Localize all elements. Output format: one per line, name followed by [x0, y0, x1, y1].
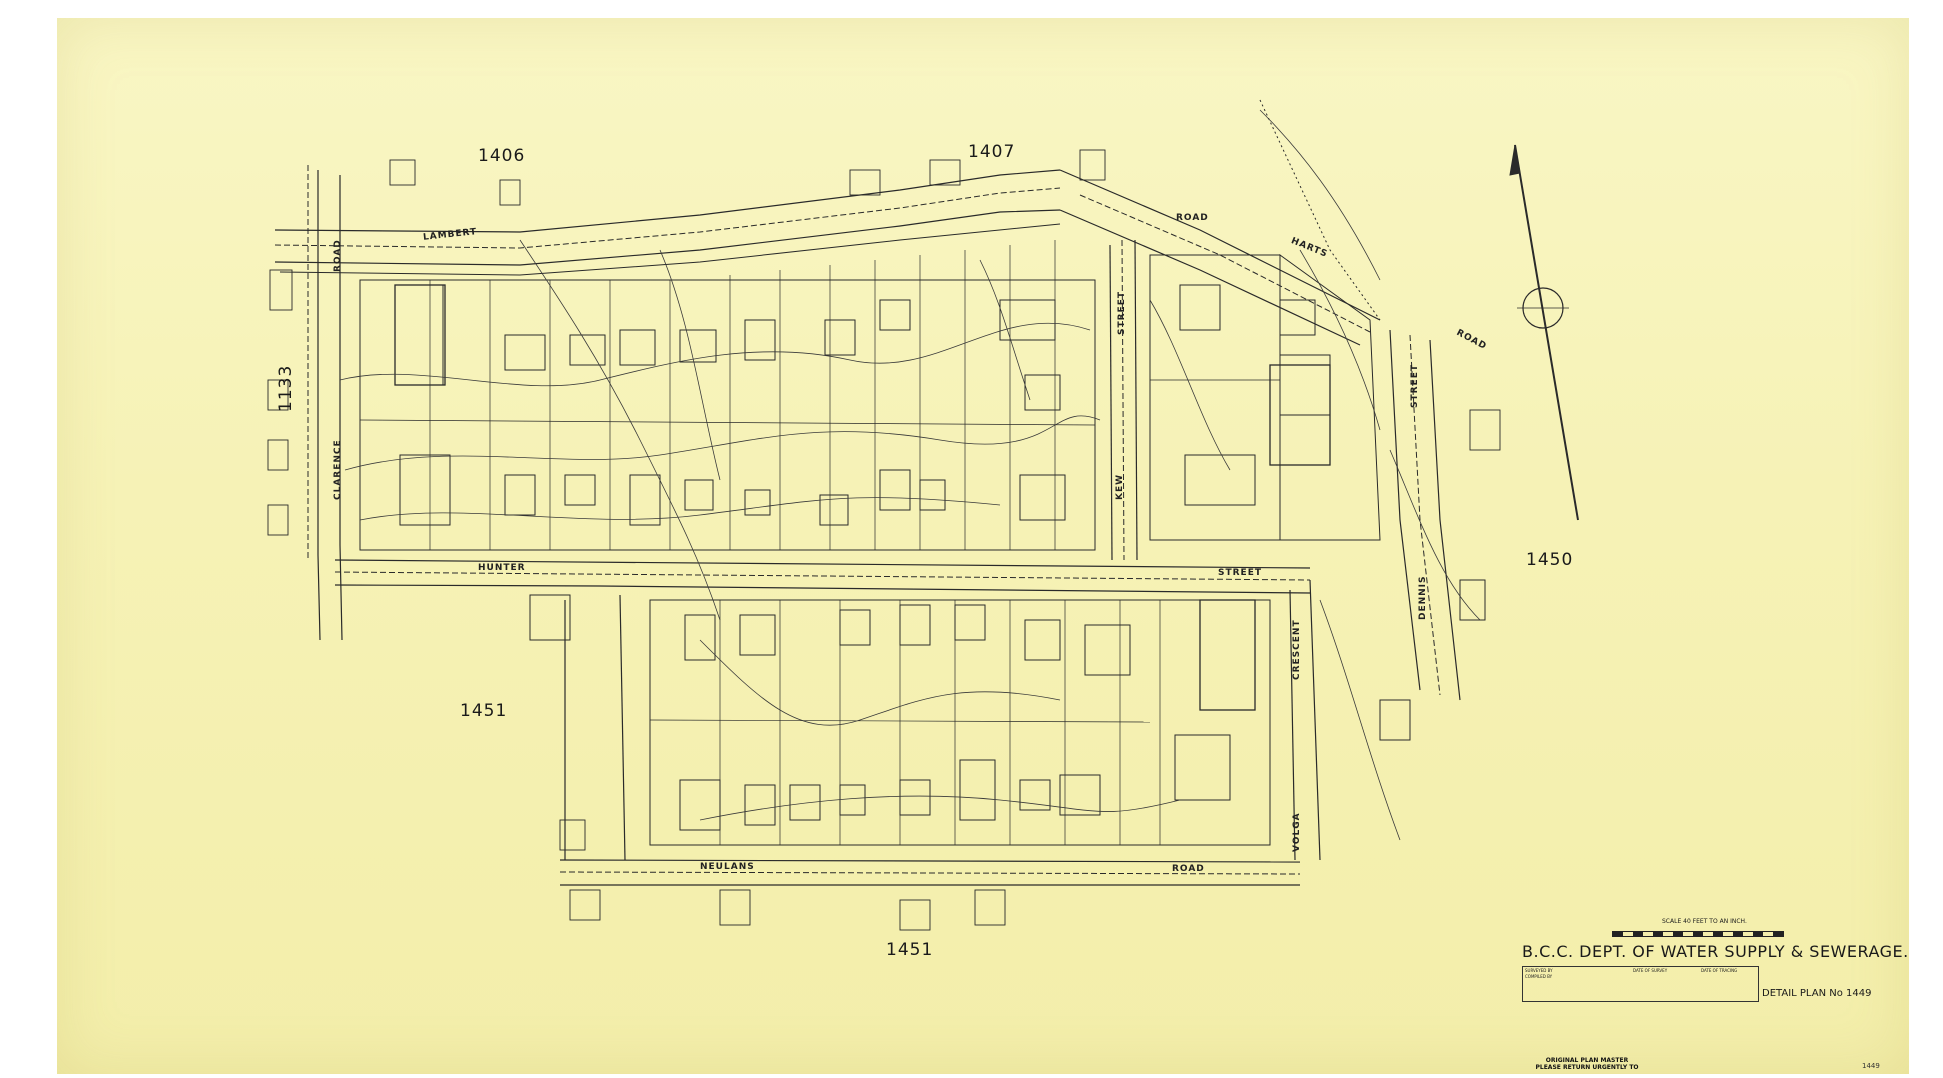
street-label-street-mid: STREET [1218, 568, 1262, 578]
volga-crescent [1289, 589, 1296, 861]
street-label-kew: KEW [1115, 473, 1125, 500]
stamp-line-2: PLEASE RETURN URGENTLY TO [1535, 1064, 1639, 1071]
lambert-road [274, 169, 1061, 233]
title-block: SCALE 40 FEET TO AN INCH. B.C.C. DEPT. O… [1522, 918, 1908, 1008]
street-label-clarence-road: ROAD [333, 239, 343, 272]
houses-south [529, 579, 1486, 831]
stamp-line-1: ORIGINAL PLAN MASTER [1545, 1057, 1629, 1064]
sheet-number-1450: 1450 [1526, 550, 1574, 570]
dennis-street [1389, 329, 1421, 691]
lambert-road-kerb [274, 187, 1061, 249]
north-arrow [1509, 144, 1579, 521]
sheet-number-1407: 1407 [968, 142, 1016, 162]
date-of-survey-label: DATE OF SURVEY [1633, 968, 1668, 973]
street-label-clarence: CLARENCE [333, 439, 343, 500]
scale-text: SCALE 40 FEET TO AN INCH. [1662, 918, 1747, 925]
map-sheet [57, 18, 1909, 1074]
date-of-tracing-label: DATE OF TRACING [1701, 968, 1738, 973]
sheet-number-1451-bottom: 1451 [886, 940, 934, 960]
lot-lines-north [359, 240, 1280, 550]
street-label-road-bottom: ROAD [1172, 864, 1205, 874]
tennis-court-1 [394, 284, 446, 386]
kew-street [1109, 244, 1113, 561]
detail-plan-number: DETAIL PLAN No 1449 [1762, 988, 1872, 999]
outside-buildings [267, 149, 1501, 931]
tennis-court-3 [1199, 599, 1256, 711]
sheet-number-1406: 1406 [478, 146, 526, 166]
hunter-street [334, 559, 1311, 569]
neulans-road [559, 859, 1301, 863]
sheet-number-1451-left: 1451 [460, 701, 508, 721]
street-label-road-top: ROAD [1176, 213, 1209, 223]
corner-plan-number: 1449 [1862, 1062, 1880, 1070]
clarence-road [317, 170, 321, 641]
street-label-dennis-street: STREET [1410, 364, 1420, 408]
street-label-crescent: CRESCENT [1292, 619, 1302, 680]
survey-info-table: SURVEYED BY COMPILED BY DATE OF SURVEY D… [1522, 966, 1759, 1002]
contour-lines [339, 109, 1481, 841]
block-north [359, 279, 1096, 551]
scale-bar [1612, 931, 1784, 937]
compiled-by-label: COMPILED BY [1525, 974, 1553, 979]
street-label-dennis: DENNIS [1418, 575, 1428, 620]
street-label-kew-street: STREET [1117, 291, 1127, 335]
street-label-volga: VOLGA [1292, 812, 1302, 852]
tennis-court-2 [1269, 364, 1331, 466]
lot-lines-south [649, 600, 1161, 845]
harts-road [1059, 169, 1381, 321]
plan-title: B.C.C. DEPT. OF WATER SUPPLY & SEWERAGE. [1522, 942, 1909, 961]
houses-north [394, 284, 1331, 526]
block-south [649, 599, 1271, 846]
sheet-number-1133: 1133 [276, 364, 296, 412]
surveyed-by-label: SURVEYED BY [1525, 968, 1553, 973]
street-label-neulans: NEULANS [700, 862, 755, 872]
street-label-hunter: HUNTER [478, 563, 526, 573]
return-stamp: ORIGINAL PLAN MASTER PLEASE RETURN URGEN… [1532, 1057, 1642, 1071]
